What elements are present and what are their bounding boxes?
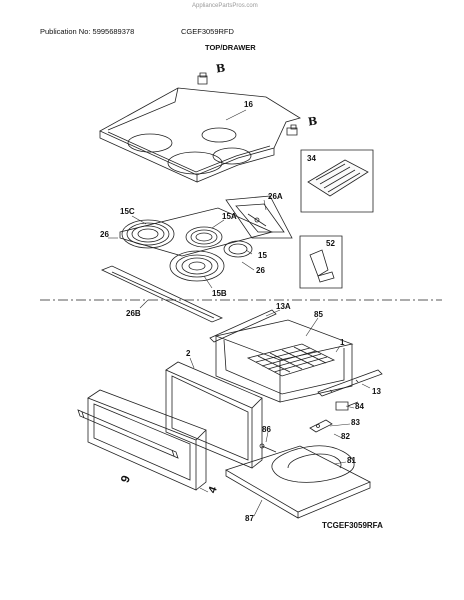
radiant-elements bbox=[120, 208, 272, 281]
terminal-block bbox=[336, 402, 358, 410]
drawer-front-panel bbox=[166, 362, 262, 468]
element-bracket bbox=[310, 420, 332, 432]
callout-26a: 26A bbox=[268, 192, 283, 201]
callout-26-upper: 26 bbox=[100, 230, 109, 239]
model-number: CGEF3059RFD bbox=[181, 27, 234, 36]
part-52-inset bbox=[300, 236, 342, 288]
callout-26-lower: 26 bbox=[256, 266, 265, 275]
griddle-inset bbox=[301, 150, 373, 212]
callout-84: 84 bbox=[355, 402, 364, 411]
callout-13: 13 bbox=[372, 387, 381, 396]
callout-1: 1 bbox=[340, 338, 345, 347]
burner-bracket bbox=[226, 196, 292, 238]
callout-85: 85 bbox=[314, 310, 323, 319]
drawer-box bbox=[216, 320, 352, 402]
section-title: TOP/DRAWER bbox=[205, 43, 256, 52]
callout-15: 15 bbox=[258, 251, 267, 260]
callout-81: 81 bbox=[347, 456, 356, 465]
clip-b-left bbox=[198, 73, 207, 84]
cooktop-glass-top bbox=[100, 88, 300, 182]
callout-26b: 26B bbox=[126, 309, 141, 318]
callout-83: 83 bbox=[351, 418, 360, 427]
callout-15c: 15C bbox=[120, 207, 135, 216]
drawer-outer-front bbox=[88, 390, 206, 490]
callout-34: 34 bbox=[307, 154, 316, 163]
slide-rail-right bbox=[318, 370, 382, 396]
clip-b-right bbox=[287, 125, 297, 135]
element-cover-plate bbox=[226, 446, 370, 518]
support-rail bbox=[102, 266, 222, 322]
callout-86: 86 bbox=[262, 425, 271, 434]
callout-82: 82 bbox=[341, 432, 350, 441]
watermark: AppliancePartsPros.com bbox=[192, 3, 258, 9]
drawing-code: TCGEF3059RFA bbox=[322, 521, 383, 530]
callout-52: 52 bbox=[326, 239, 335, 248]
callout-15a: 15A bbox=[222, 212, 237, 221]
drawer-handle bbox=[78, 410, 178, 458]
warming-element bbox=[272, 446, 354, 483]
slide-rail-left bbox=[210, 310, 276, 342]
publication-number: Publication No: 5995689378 bbox=[40, 27, 135, 36]
callout-13a: 13A bbox=[276, 302, 291, 311]
clip-b-label-left: B bbox=[215, 61, 227, 76]
callout-2: 2 bbox=[186, 349, 191, 358]
warming-rack bbox=[248, 344, 334, 376]
clip-b-label-right: B bbox=[307, 114, 319, 129]
callout-16: 16 bbox=[244, 100, 253, 109]
screw bbox=[260, 444, 276, 452]
callout-15b: 15B bbox=[212, 289, 227, 298]
callout-87: 87 bbox=[245, 514, 254, 523]
